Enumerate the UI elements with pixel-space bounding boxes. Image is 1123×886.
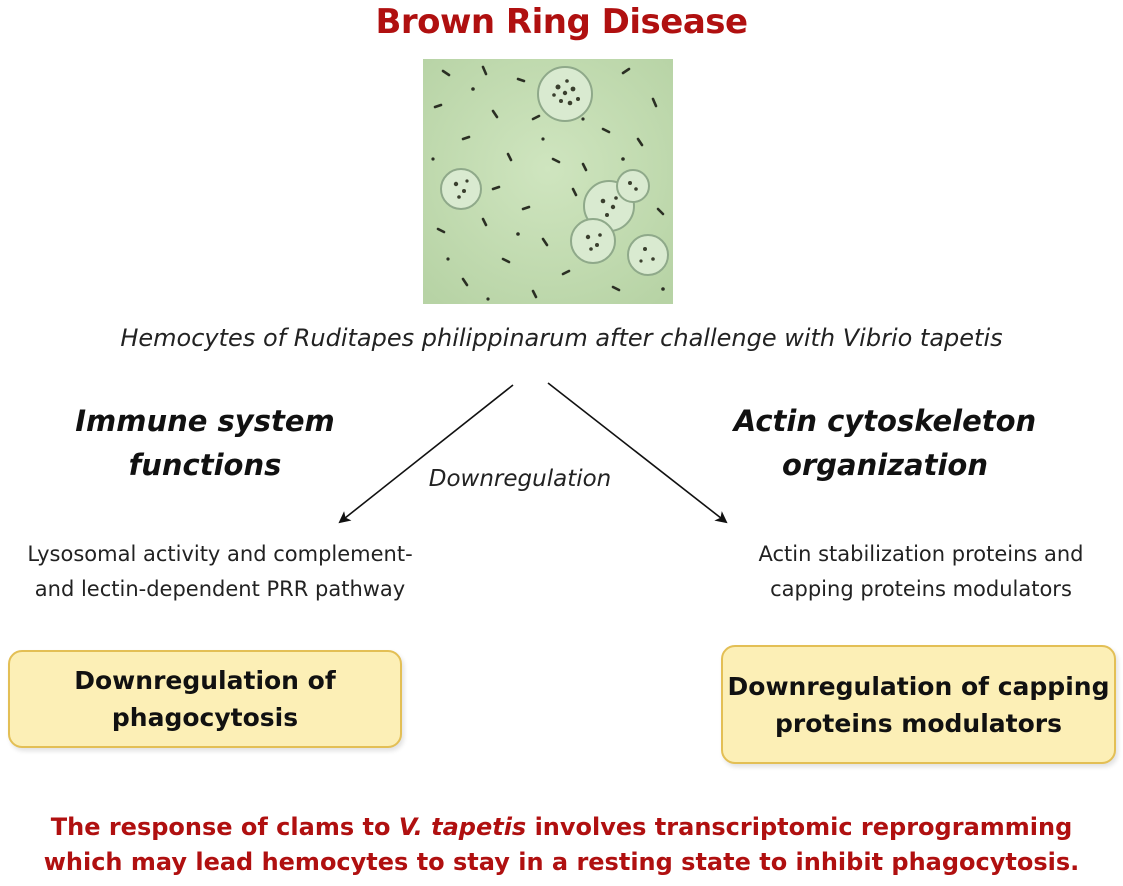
arrow-label: Downregulation [428,466,612,492]
hemocyte-micrograph [423,59,673,304]
conclusion-species-name: V. tapetis [398,813,527,841]
conclusion-text: The response of clams to V. tapetis invo… [0,810,1123,880]
left-detail-line1: Lysosomal activity and complement- [27,542,413,566]
micrograph-caption: Hemocytes of Ruditapes philippinarum aft… [120,324,1003,352]
right-heading-line2: organization [782,448,988,482]
left-branch-heading: Immune system functions [60,399,350,487]
conclusion-line1-start: The response of clams to [50,813,399,841]
left-box-line1: Downregulation of [74,666,336,695]
right-branch-detail: Actin stabilization proteins and capping… [712,537,1123,607]
diagram-title: Brown Ring Disease [375,2,748,42]
left-heading-line2: functions [128,448,282,482]
left-detail-line2: and lectin-dependent PRR pathway [34,577,406,601]
right-branch-heading: Actin cytoskeleton organization [720,399,1050,487]
right-box-line1: Downregulation of capping [727,671,1110,701]
right-arrow [547,382,728,524]
right-box-line2: proteins modulators [775,708,1062,738]
right-detail-line2: capping proteins modulators [770,577,1072,601]
micrograph-illustration [423,59,673,304]
right-detail-line1: Actin stabilization proteins and [758,542,1084,566]
left-heading-line1: Immune system [75,404,335,438]
conclusion-line1: The response of clams to V. tapetis invo… [0,810,1123,845]
right-outcome-box: Downregulation of capping proteins modul… [721,645,1116,764]
conclusion-line2: which may lead hemocytes to stay in a re… [43,848,1080,876]
left-arrow [338,384,514,524]
conclusion-line1-end: involves transcriptomic reprogramming [526,813,1073,841]
right-heading-line1: Actin cytoskeleton [733,404,1037,438]
left-outcome-box: Downregulation of phagocytosis [8,650,402,748]
left-box-line2: phagocytosis [111,703,299,732]
left-branch-detail: Lysosomal activity and complement- and l… [0,537,440,607]
